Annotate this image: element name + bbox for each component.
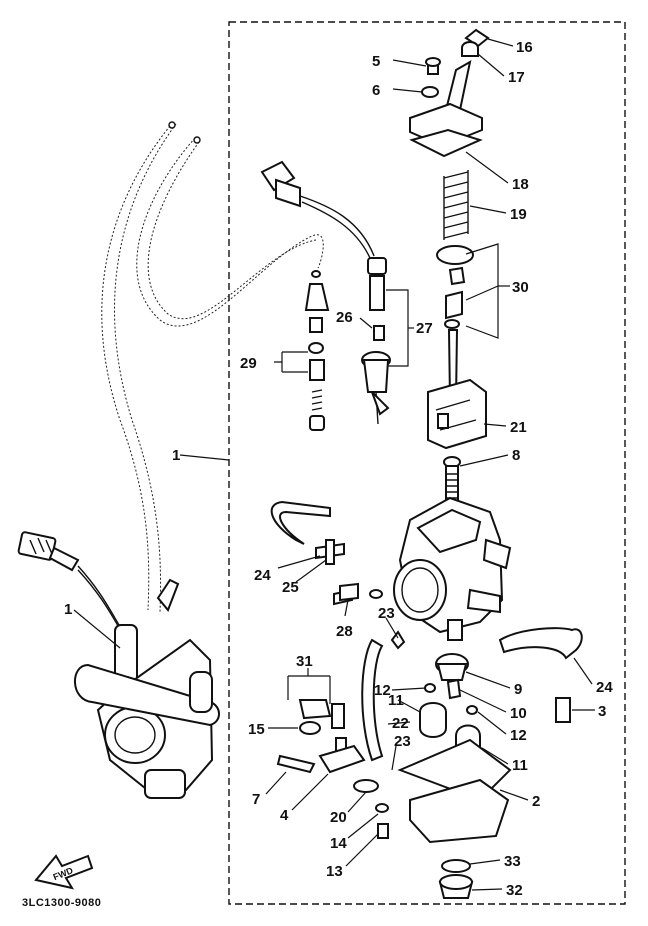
- callout-14: 14: [330, 835, 347, 852]
- callout-28: 28: [336, 623, 353, 640]
- callout-13: 13: [326, 863, 343, 880]
- callout-26: 26: [336, 309, 353, 326]
- callout-1-overview: 1: [64, 601, 72, 618]
- callout-17: 17: [508, 69, 525, 86]
- callout-33: 33: [504, 853, 521, 870]
- starter-plunger-group: [304, 270, 330, 431]
- callout-12-top: 12: [374, 682, 391, 699]
- callout-19: 19: [510, 206, 527, 223]
- vent-hoses: [270, 500, 583, 660]
- callout-32: 32: [506, 882, 523, 899]
- carb-top-assembly: [409, 28, 490, 158]
- callout-4: 4: [280, 807, 289, 824]
- needle-spring-group: [436, 170, 474, 401]
- callout-20: 20: [330, 809, 347, 826]
- callout-1-main: 1: [172, 447, 180, 464]
- cable-connector-group: [260, 160, 391, 425]
- throttle-valve: [427, 378, 487, 450]
- forward-arrow-icon: FWD: [34, 854, 94, 890]
- callout-5: 5: [372, 53, 380, 70]
- callout-30: 30: [512, 279, 529, 296]
- callout-11-top: 11: [388, 692, 404, 709]
- callout-31: 31: [296, 653, 313, 670]
- carburetor-body: [393, 496, 512, 641]
- callout-24-right: 24: [596, 679, 613, 696]
- callout-7: 7: [252, 791, 260, 808]
- callout-9: 9: [514, 681, 522, 698]
- callout-3: 3: [598, 703, 606, 720]
- carburetor-overview: [17, 531, 220, 799]
- callout-22: 22: [392, 715, 409, 732]
- callout-21: 21: [510, 419, 527, 436]
- callout-8: 8: [512, 447, 520, 464]
- float-chamber-parts: [333, 588, 571, 899]
- callout-16: 16: [516, 39, 533, 56]
- drawing-code: 3LC1300-9080: [22, 897, 101, 909]
- leader-lines: [73, 38, 595, 891]
- callout-10: 10: [510, 705, 527, 722]
- callout-15: 15: [248, 721, 265, 738]
- callout-27: 27: [416, 320, 433, 337]
- callout-labels: 5 6 16 17 18 19 30 26 27 29 21 8 1 1 24 …: [64, 39, 613, 899]
- callout-6: 6: [372, 82, 380, 99]
- assembly-boundary: [228, 21, 626, 905]
- callout-18: 18: [512, 176, 529, 193]
- callout-25: 25: [282, 579, 299, 596]
- callout-23-top: 23: [378, 605, 395, 622]
- throttle-cables: [101, 121, 324, 613]
- callout-23-bottom: 23: [394, 733, 411, 750]
- callout-11-bottom: 11: [512, 757, 528, 774]
- callout-29: 29: [240, 355, 257, 372]
- callout-2: 2: [532, 793, 540, 810]
- callout-24-left: 24: [254, 567, 271, 584]
- callout-12-bottom: 12: [510, 727, 527, 744]
- hardware-group: [276, 582, 366, 774]
